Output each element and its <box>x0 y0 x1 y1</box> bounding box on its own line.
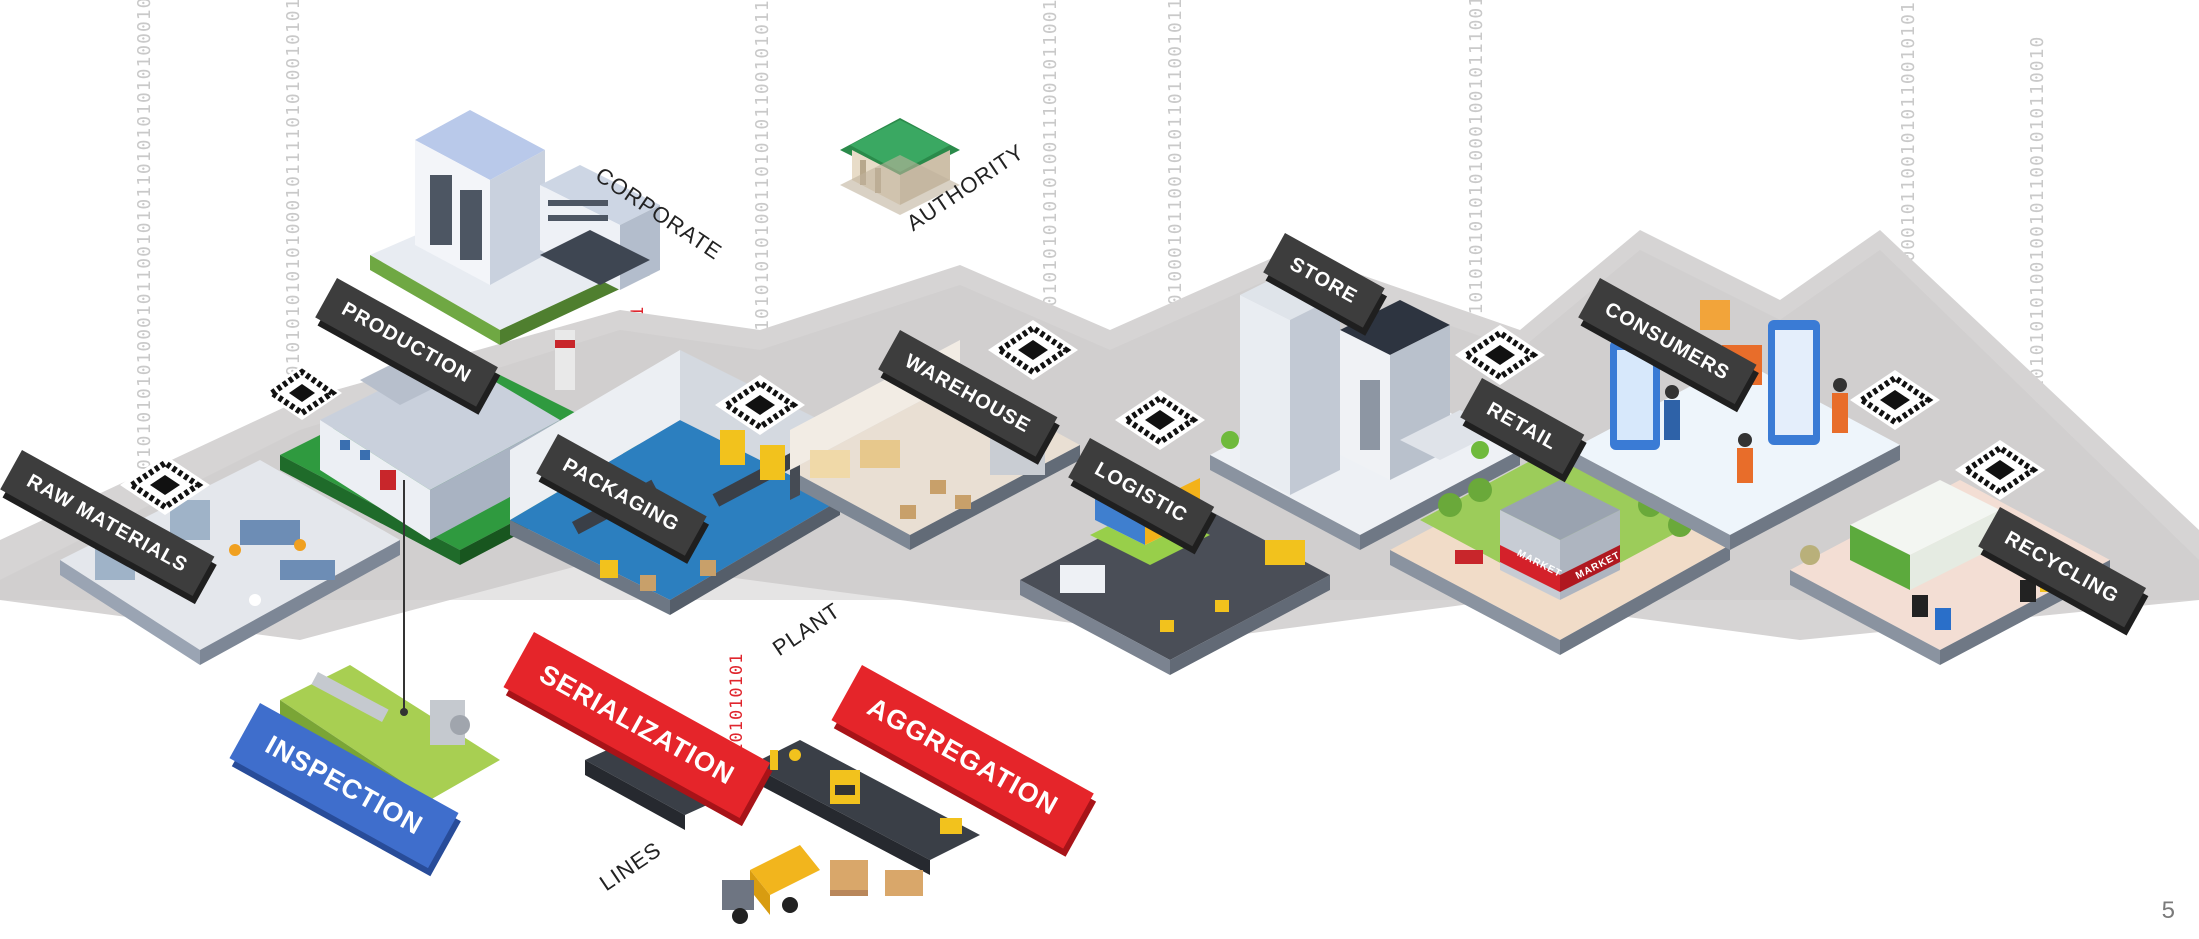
qr-code-icon <box>1955 440 2045 500</box>
qr-code-icon <box>1850 370 1940 430</box>
store-tile <box>1210 270 1520 550</box>
qr-code-icon <box>1455 325 1545 385</box>
qr-code-icon <box>262 365 342 420</box>
qr-code-icon <box>120 455 210 515</box>
consumers-tile <box>1570 300 1900 550</box>
raw-materials-tile <box>60 460 400 665</box>
qr-code-icon <box>1115 390 1205 450</box>
page-number: 5 <box>2161 897 2175 924</box>
qr-code-icon <box>988 320 1078 380</box>
authority-building <box>840 118 960 215</box>
corporate-building <box>370 110 660 345</box>
qr-code-icon <box>715 375 805 435</box>
